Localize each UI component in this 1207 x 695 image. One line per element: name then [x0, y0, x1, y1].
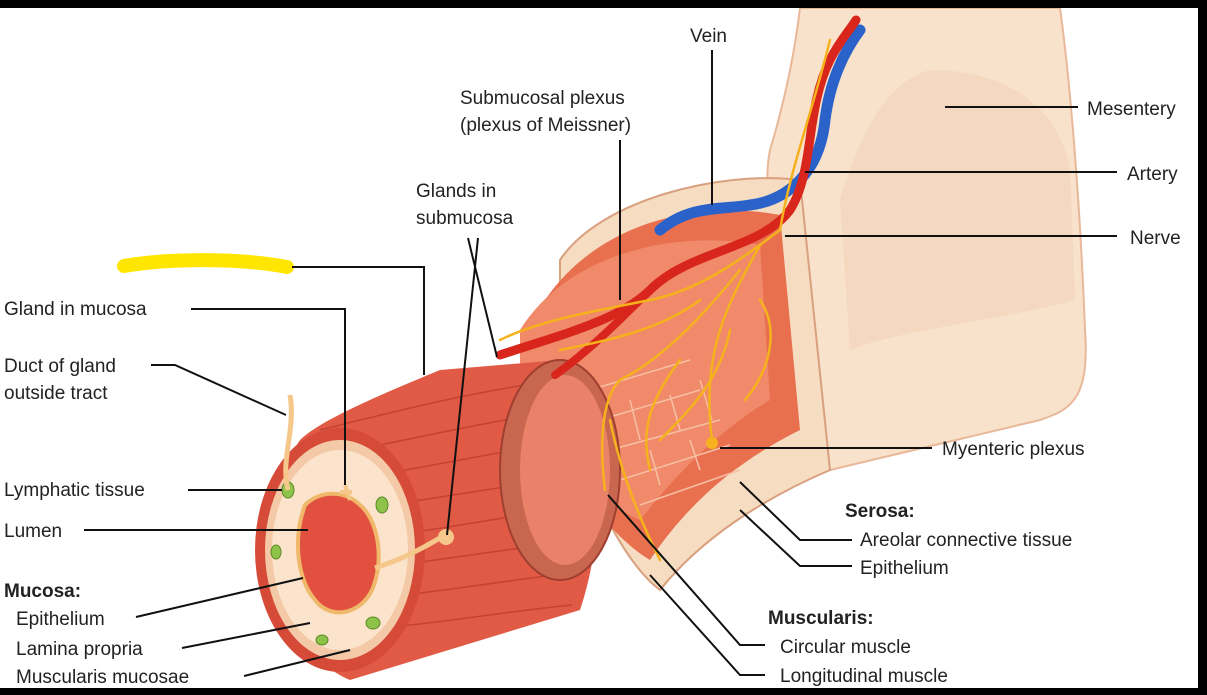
duct-of-gland [283, 394, 294, 491]
tract-illustration [255, 8, 1087, 680]
nerve-network [498, 38, 832, 562]
muscularis-item-circular: Circular muscle [780, 637, 911, 658]
artery-vessel [495, 15, 861, 360]
label-submucosal-plexus-1: Submucosal plexus [460, 88, 625, 109]
muscularis-item-longitudinal: Longitudinal muscle [780, 666, 948, 687]
label-duct-1: Duct of gland [4, 356, 116, 377]
mesentery-fold [840, 70, 1075, 350]
label-glands-submucosa-1: Glands in [416, 181, 496, 202]
serosa-item-epithelium: Epithelium [860, 558, 949, 579]
lymphatic-nodules [270, 481, 389, 646]
mucosa-item-lamina-propria: Lamina propria [16, 639, 143, 660]
submucosa-gland-duct [374, 532, 447, 571]
mucosa-item-muscularis-mucosae: Muscularis mucosae [16, 667, 189, 688]
mucosa-item-epithelium: Epithelium [16, 609, 105, 630]
label-artery: Artery [1127, 164, 1178, 185]
yellow-highlight-mark [117, 253, 294, 274]
lumen-shape [295, 491, 381, 615]
label-lumen: Lumen [4, 521, 62, 542]
label-mesentery: Mesentery [1087, 99, 1176, 120]
label-lymphatic-tissue: Lymphatic tissue [4, 480, 145, 501]
label-glands-submucosa-2: submucosa [416, 208, 514, 229]
submucosa-inner [520, 375, 610, 565]
leader-lines [84, 50, 1117, 677]
submucosa-gland-body [438, 529, 454, 545]
mucosa-header: Mucosa: [4, 581, 81, 602]
label-gland-in-mucosa: Gland in mucosa [4, 299, 147, 320]
artery-branch [551, 286, 654, 379]
label-duct-2: outside tract [4, 383, 108, 404]
muscularis-header: Muscularis: [768, 608, 874, 629]
serosa-header: Serosa: [845, 501, 915, 522]
gland-in-mucosa-shape [340, 484, 352, 501]
label-vein: Vein [690, 26, 727, 47]
serosa-item-areolar: Areolar connective tissue [860, 530, 1072, 551]
label-submucosal-plexus-2: (plexus of Meissner) [460, 115, 631, 136]
myenteric-ganglion [706, 437, 718, 449]
label-myenteric-plexus: Myenteric plexus [942, 439, 1085, 460]
label-nerve: Nerve [1130, 228, 1181, 249]
